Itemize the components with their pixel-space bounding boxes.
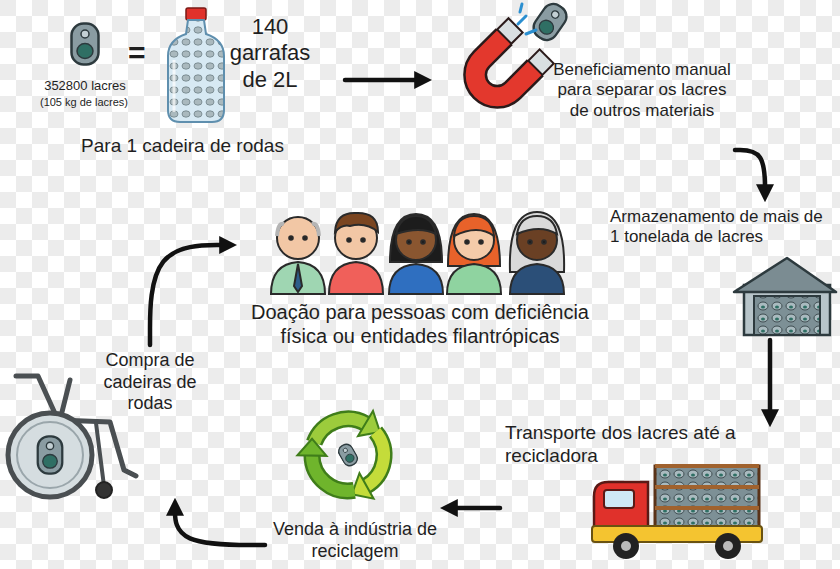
purchase-step: Compra de cadeiras de rodas: [0, 345, 205, 505]
step-text: Venda à indústria de reciclagem: [265, 519, 445, 562]
step-text: Armazenamento de mais de 1 tonelada de l…: [610, 207, 835, 248]
tab-weight: (105 kg de lacres): [20, 96, 148, 109]
step-text: Doação para pessoas com deficiência físi…: [230, 300, 610, 348]
storage-step: Armazenamento de mais de 1 tonelada de l…: [605, 195, 837, 340]
flow-arrow: [768, 340, 773, 420]
goal-caption: Para 1 cadeira de rodas: [35, 135, 330, 158]
truck: [592, 466, 762, 559]
tab-count: 352800 lacres: [25, 78, 145, 94]
flow-arrow: [175, 505, 265, 545]
recycle-symbol: [294, 411, 403, 506]
donation-step: Doação para pessoas com deficiência físi…: [230, 205, 612, 365]
flow-arrow: [735, 150, 765, 195]
transport-step: Transporte dos lacres até a recicladora: [500, 420, 790, 565]
step-text: Beneficiamento manual para separar os la…: [553, 60, 731, 121]
step-text: Transporte dos lacres até a recicladora: [505, 422, 777, 468]
magnetic-lines: [518, 4, 536, 34]
wheelchair: [8, 376, 136, 498]
equals-sign: =: [128, 38, 146, 68]
bottle: [168, 8, 224, 122]
pull-tab: [529, 0, 570, 44]
bottle-count: 140 garrafas de 2L: [220, 14, 320, 93]
flow-arrow: [150, 245, 230, 345]
flow-arrow: [345, 78, 425, 83]
pull-tab: [72, 24, 99, 65]
people: [271, 212, 564, 294]
sorting-step: Beneficiamento manual para separar os la…: [425, 0, 735, 160]
step-text: Compra de cadeiras de rodas: [98, 350, 202, 415]
sale-step: Venda à indústria de reciclagem: [265, 405, 447, 565]
tab-equivalence: 352800 lacres (105 kg de lacres) 140 garra…: [20, 10, 345, 170]
flow-arrow: [447, 506, 500, 511]
warehouse: [734, 258, 836, 335]
